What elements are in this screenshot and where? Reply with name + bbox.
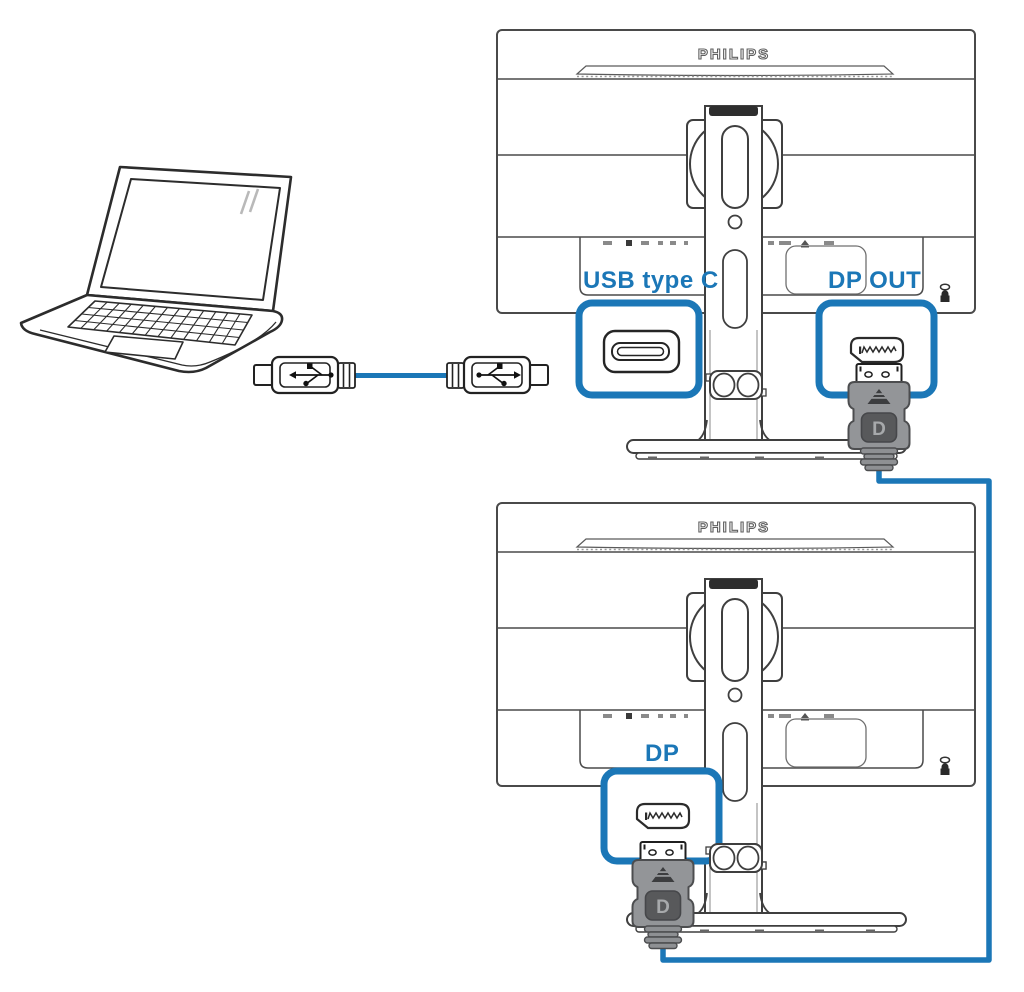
laptop-trackpad — [104, 335, 184, 360]
dp-out-port — [849, 336, 905, 364]
displayport-d-logo: D — [656, 897, 670, 918]
laptop — [19, 165, 293, 374]
laptop-base-rim — [39, 321, 277, 367]
usb-trident-icon — [289, 363, 334, 387]
laptop-keyboard — [67, 300, 253, 346]
screen-glare — [239, 188, 260, 215]
dp-connector-bottom: D — [631, 841, 695, 950]
dp-in-port — [635, 802, 691, 830]
laptop-screen — [100, 178, 281, 301]
displayport-d-logo: D — [872, 419, 886, 440]
usb-c-plug-left — [253, 355, 356, 395]
cable-clip — [705, 843, 767, 873]
usb-type-c-label: USB type C — [583, 267, 719, 294]
usb-trident-icon — [476, 363, 521, 387]
dp-connector-top: D — [847, 363, 911, 472]
usb-c-port — [602, 329, 681, 374]
dp-label: DP — [645, 740, 680, 767]
usb-c-plug-right — [446, 355, 549, 395]
monitor-2-brand-logo: PHILIPS — [697, 518, 771, 536]
dp-out-label: DP OUT — [828, 267, 922, 294]
monitor-1-brand-logo: PHILIPS — [697, 45, 771, 63]
usb-c-cable-assembly — [253, 355, 549, 395]
dp-cable — [660, 462, 992, 963]
